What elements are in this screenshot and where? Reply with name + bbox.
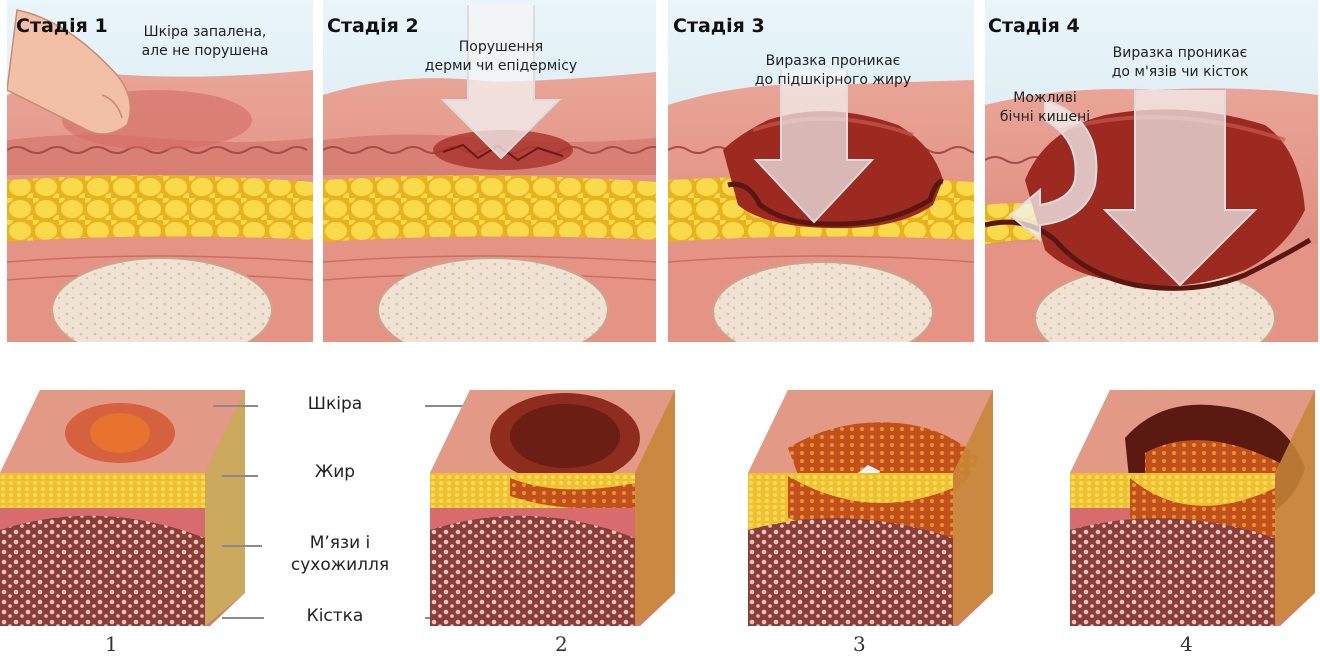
label-line: М’язи і [285, 532, 395, 554]
caption-line: Виразка проникає [738, 52, 928, 71]
tissue-block-2 [430, 378, 680, 628]
tissue-block-1 [0, 378, 250, 628]
stage-4-panel: Стадія 4 Виразка проникає до м'язів чи к… [985, 0, 1318, 342]
caption-line: дерми чи епідермісу [391, 57, 611, 76]
stage-3-caption: Виразка проникає до підшкірного жиру [738, 52, 928, 90]
bone-pointer [222, 617, 264, 619]
caption-line: бічні кишені [995, 108, 1095, 127]
block-number-2: 2 [555, 632, 568, 656]
stage-1-caption: Шкіра запалена, але не порушена [125, 23, 285, 61]
tissue-block-2-drawing [430, 378, 680, 628]
caption-line: до м'язів чи кісток [1085, 63, 1275, 82]
caption-line: до підшкірного жиру [738, 71, 928, 90]
stage-3-panel: Стадія 3 Виразка проникає до підшкірного… [668, 0, 974, 342]
fat-pointer [222, 475, 258, 477]
stage-2-title: Стадія 2 [327, 15, 419, 37]
stage-2-panel: Стадія 2 Порушення дерми чи епідермісу [323, 0, 656, 342]
muscle-pointer [222, 545, 262, 547]
block-number-4: 4 [1180, 632, 1193, 656]
stage-4-caption: Виразка проникає до м'язів чи кісток [1085, 44, 1275, 82]
label-line: сухожилля [285, 554, 395, 576]
stage-2-caption: Порушення дерми чи епідермісу [391, 38, 611, 76]
bone-label: Кістка [300, 605, 370, 627]
block-number-3: 3 [853, 632, 866, 656]
tissue-block-3 [748, 378, 998, 628]
skin-pointer [213, 405, 258, 407]
caption-line: Порушення [391, 38, 611, 57]
stage-1-panel: Стадія 1 Шкіра запалена, але не порушена [7, 0, 313, 342]
caption-line: Виразка проникає [1085, 44, 1275, 63]
stage-4-title: Стадія 4 [988, 15, 1080, 37]
tissue-block-3-drawing [748, 378, 998, 628]
stage-1-title: Стадія 1 [16, 15, 108, 37]
caption-line: Можливі [995, 89, 1095, 108]
caption-line: Шкіра запалена, [125, 23, 285, 42]
fat-label: Жир [300, 461, 370, 483]
block-number-1: 1 [105, 632, 118, 656]
caption-line: але не порушена [125, 42, 285, 61]
tissue-block-4 [1070, 378, 1320, 628]
stage-3-title: Стадія 3 [673, 15, 765, 37]
tissue-block-1-drawing [0, 378, 250, 628]
tissue-block-4-drawing [1070, 378, 1320, 628]
muscle-label: М’язи і сухожилля [285, 532, 395, 576]
skin-label: Шкіра [300, 393, 370, 415]
stage-4-side-caption: Можливі бічні кишені [995, 89, 1095, 127]
